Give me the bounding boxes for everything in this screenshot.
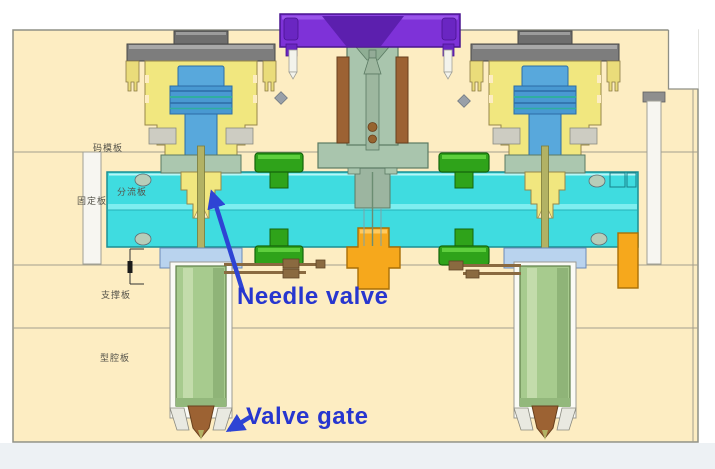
dowel-dot-left	[274, 91, 288, 105]
heater-wires-right	[448, 260, 521, 279]
dimension-marker	[127, 248, 144, 285]
valve-gate-arrow	[225, 414, 252, 432]
heater-band-right	[395, 56, 409, 144]
heater-band-left	[336, 56, 350, 144]
manifold-dowels	[254, 152, 490, 266]
locating-ring	[279, 13, 461, 57]
center-support-pad	[346, 227, 401, 290]
guide-pin-left	[82, 151, 102, 265]
sprue-bushing-assembly	[279, 13, 461, 246]
needle-valve-arrow	[207, 189, 246, 293]
guide-pin-right	[642, 91, 666, 265]
ejector-pin-right	[443, 49, 453, 80]
side-support-pad	[617, 232, 639, 289]
ejector-pin-left	[288, 49, 298, 80]
dowel-dot-right	[457, 94, 471, 108]
floor-band	[0, 443, 715, 469]
